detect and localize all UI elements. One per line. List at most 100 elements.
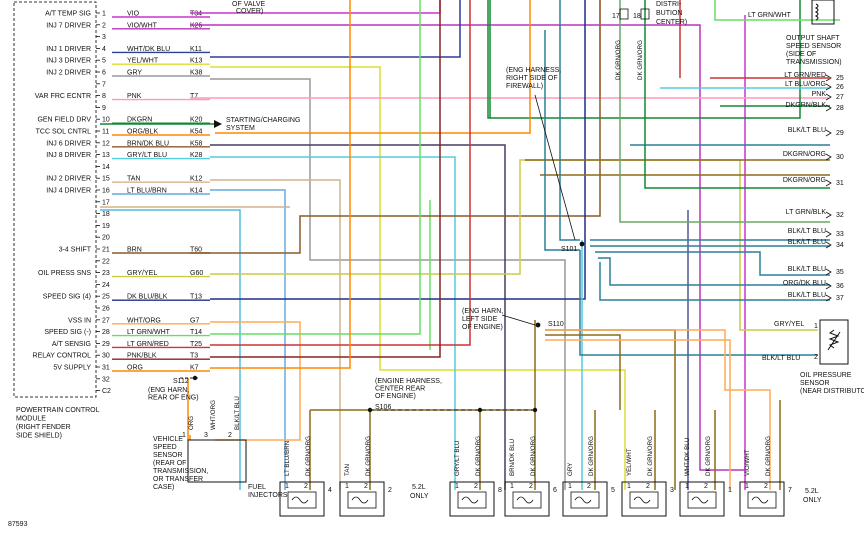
pcm-wire-code: K13 — [190, 58, 203, 65]
output-shaft-line: OUTPUT SHAFT — [786, 35, 840, 42]
pcm-signal: GEN FIELD DRV — [37, 117, 91, 124]
injector-number: 3 — [670, 487, 674, 494]
pcm-pin: 13 — [102, 152, 110, 159]
pcm-signal: OIL PRESS SNS — [38, 270, 91, 277]
pcm-pin: 15 — [102, 176, 110, 183]
pcm-wire-color: WHT/ORG — [127, 317, 161, 324]
s110-note-line: OF ENGINE) — [462, 324, 503, 331]
injector-signal-wire: GRY — [567, 463, 574, 476]
vss-pin: 2 — [228, 432, 232, 439]
pcm-signal: INJ 1 DRIVER — [46, 46, 91, 53]
pcm-wire-code: K38 — [190, 70, 203, 77]
pcm-wire-code: K12 — [190, 176, 203, 183]
vss-line: OR TRANSFER — [153, 476, 203, 483]
s106-splice-dot-1 — [367, 407, 373, 413]
connector-chevron-icon — [825, 294, 832, 302]
injector-signal-wire: WHT/DK BLU — [684, 438, 691, 476]
connector-chevron-icon — [825, 153, 832, 161]
pcm-pin: 5 — [102, 58, 106, 65]
oil-pressure-line: SENSOR — [800, 380, 830, 387]
coil-wave-icon — [574, 496, 592, 504]
injector-supply-wire: DK GRN/ORG — [365, 436, 372, 476]
injector-number: 8 — [498, 487, 502, 494]
pcm-signal: INJ 2 DRIVER — [46, 176, 91, 183]
injector-pin: 2 — [646, 483, 650, 490]
injector-coil-icon — [457, 491, 487, 509]
pcm-signal: 3-4 SHIFT — [59, 247, 92, 254]
oil-pressure-sensor-icon — [819, 319, 849, 365]
pcm-wire-color: LT BLU/BRN — [127, 188, 167, 195]
right-pin-number: 33 — [836, 231, 844, 238]
connector-chevron-icon — [825, 211, 832, 219]
right-pin-number: 35 — [836, 269, 844, 276]
vss-wire: ORG — [188, 416, 195, 430]
right-pin-wire: BLK/LT BLU — [788, 127, 826, 134]
injector-pin: 1 — [568, 483, 572, 490]
pcm-signal: INJ 2 DRIVER — [46, 70, 91, 77]
pcm-wire-color: VIO — [127, 11, 140, 18]
injector-body — [621, 481, 667, 517]
s106-splice-dot-3 — [532, 407, 538, 413]
injector-body — [449, 481, 495, 517]
harness-wiring — [100, 0, 840, 490]
injector-supply-wire: DK GRN/ORG — [705, 436, 712, 476]
distributor-line1: DISTRI- — [656, 1, 682, 8]
pcm-wire-code: K54 — [190, 129, 203, 136]
only-left-line1: 5.2L — [412, 484, 426, 491]
injector-coil-icon — [287, 491, 317, 509]
injector-signal-wire: YEL/WHT — [626, 448, 633, 476]
right-pin-wire: LT GRN/BLK — [786, 209, 827, 216]
injector-pin: 1 — [745, 483, 749, 490]
vss-pin: 1 — [182, 432, 186, 439]
pcm-pin: 12 — [102, 140, 110, 147]
s106-note-line: OF ENGINE) — [375, 393, 416, 400]
pcm-signal: RELAY CONTROL — [33, 353, 92, 360]
oil-wire-1: GRY/YEL — [774, 321, 804, 328]
coil-wave-icon — [516, 496, 534, 504]
right-pin-number: 37 — [836, 295, 844, 302]
s112-label: S112 — [173, 378, 189, 385]
vss-pin: 3 — [204, 432, 208, 439]
injector-pin: 2 — [364, 483, 368, 490]
s112-splice-dot — [192, 375, 198, 381]
injector-coil-icon — [629, 491, 659, 509]
oil-pin-2: 2 — [814, 354, 818, 361]
right-pin-wire: LT BLU/ORG — [785, 81, 826, 88]
output-shaft-line: SPEED SENSOR — [786, 43, 841, 50]
injector-signal-wire: GRY/LT BLU — [454, 441, 461, 476]
injector-body — [679, 481, 725, 517]
pcm-wire-code: K58 — [190, 140, 203, 147]
right-pin-wire: BLK/LT BLU — [788, 292, 826, 299]
pcm-pin: 22 — [102, 258, 110, 265]
pcm-wire-code: G60 — [190, 270, 203, 277]
right-pin-wire: DKGRN/ORG — [783, 177, 826, 184]
vss-wire: WHT/ORG — [210, 400, 217, 430]
pcm-wire-color: BRN — [127, 247, 142, 254]
resistor-icon — [827, 329, 841, 351]
injector-supply-wire: DK GRN/ORG — [647, 436, 654, 476]
coil-wave-icon — [633, 496, 651, 504]
injector-number: 6 — [553, 487, 557, 494]
injector-signal-wire: LT BLU/BRN — [284, 441, 291, 476]
pcm-pin: 19 — [102, 223, 110, 230]
pcm-wire-code: T25 — [190, 341, 202, 348]
pcm-pin: 21 — [102, 247, 110, 254]
pcm-pin: 26 — [102, 306, 110, 313]
dist-pin-18: 18 — [633, 13, 641, 20]
right-pin-wire: PNK — [812, 91, 827, 98]
injector-body — [279, 481, 325, 517]
distributor-line3: CENTER) — [656, 19, 687, 26]
right-pin-wire: DKGRN/BLK — [786, 102, 827, 109]
arrow-head-icon — [214, 120, 222, 128]
pcm-wire-code: K26 — [190, 22, 203, 29]
injectors-line: INJECTORS — [248, 492, 288, 499]
pcm-pin: 4 — [102, 46, 106, 53]
injector-coil-icon — [570, 491, 600, 509]
pcm-signal: SPEED SIG (-) — [44, 329, 91, 336]
